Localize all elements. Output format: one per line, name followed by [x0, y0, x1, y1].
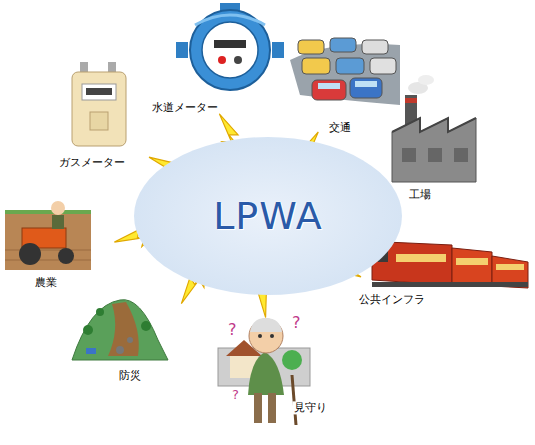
traffic-icon — [290, 38, 400, 105]
factory-icon — [392, 75, 476, 182]
landslide-icon — [72, 300, 168, 360]
svg-text:?: ? — [292, 313, 301, 332]
svg-text:?: ? — [228, 320, 237, 339]
svg-text:?: ? — [232, 387, 239, 402]
item-label: 工場 — [408, 188, 432, 201]
item-label: 農業 — [34, 276, 58, 289]
item-label: 防災 — [118, 369, 142, 382]
item-label: 水道メーター — [151, 101, 219, 114]
ellipse-fill — [134, 137, 402, 295]
node-title: LPWA — [213, 194, 323, 238]
water-meter-icon — [176, 3, 284, 90]
item-label: 交通 — [328, 121, 352, 134]
tractor-icon — [5, 201, 91, 270]
item-label: 見守り — [293, 401, 328, 414]
gas-meter-icon — [72, 62, 126, 146]
item-label: ガスメーター — [58, 156, 126, 169]
central-ellipse: LPWA — [133, 136, 403, 296]
train-icon — [372, 242, 528, 288]
item-label: 公共インフラ — [358, 293, 426, 306]
